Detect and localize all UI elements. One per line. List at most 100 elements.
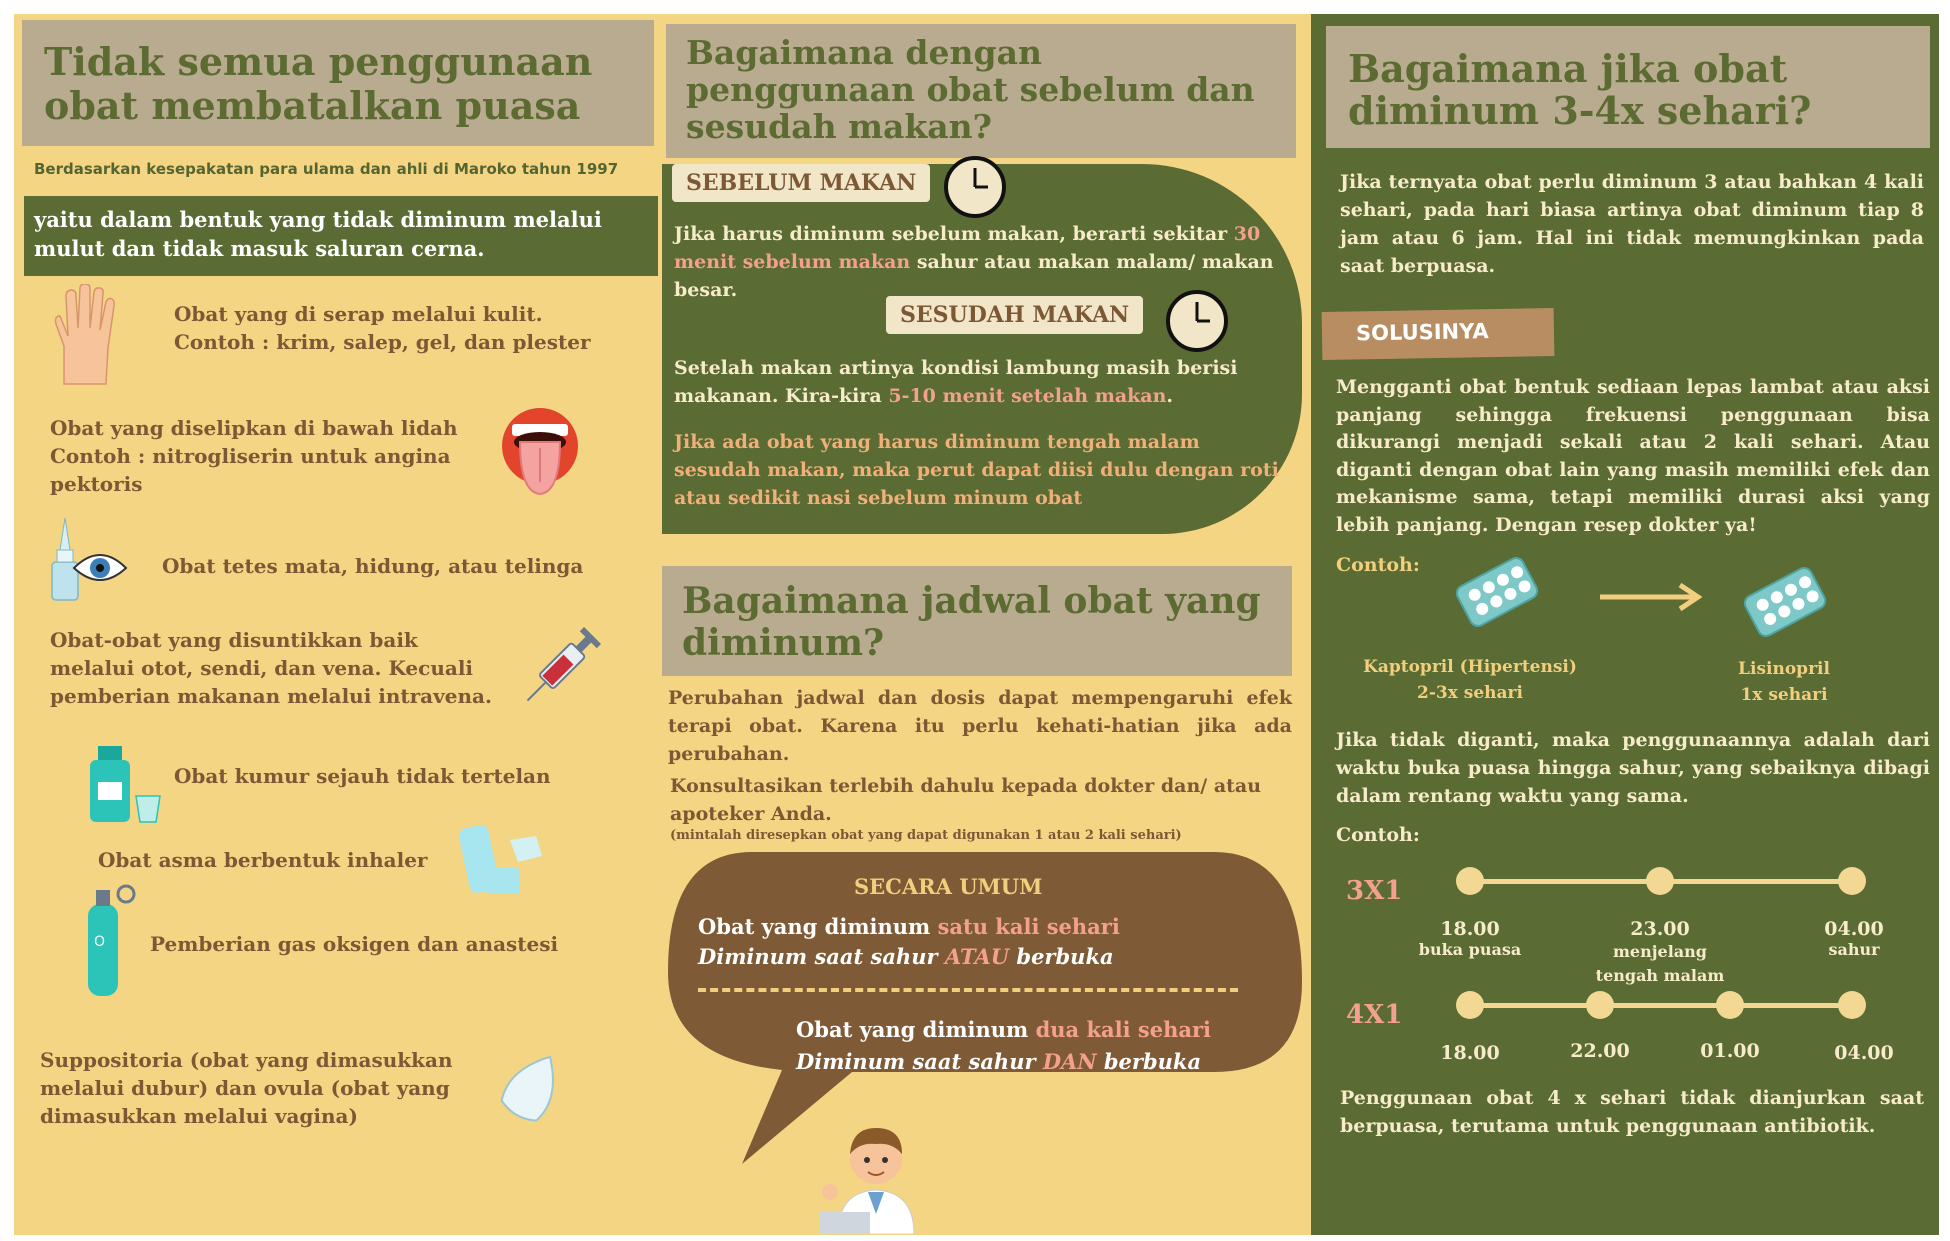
after-meal-text-b: . bbox=[1166, 385, 1174, 407]
example-label: Contoh: bbox=[1336, 554, 1420, 576]
item-mouthwash-text: Obat kumur sejauh tidak tertelan bbox=[174, 764, 551, 788]
item-inhaler-text: Obat asma berbentuk inhaler bbox=[98, 848, 428, 872]
solution-tag: SOLUSINYA bbox=[1321, 307, 1555, 361]
time-note: menjelang tengah malam bbox=[1595, 942, 1725, 985]
item-skin-line2: Contoh : krim, salep, gel, dan plester bbox=[174, 330, 591, 354]
four-time-2: 22.00 bbox=[1570, 1040, 1630, 1062]
time-value: 23.00 bbox=[1630, 918, 1690, 940]
left-banner-text: yaitu dalam bentuk yang tidak diminum me… bbox=[34, 207, 602, 261]
three-times-label: 3X1 bbox=[1346, 876, 1403, 906]
item-injection-text: Obat-obat yang disuntikkan baik melalui … bbox=[50, 626, 492, 710]
item-tongue-text: Obat yang diselipkan di bawah lidah Cont… bbox=[50, 414, 458, 498]
right-title: Bagaimana jika obat diminum 3-4x sehari? bbox=[1348, 46, 1812, 133]
three-time-2: 23.00 menjelang tengah malam bbox=[1590, 918, 1730, 988]
twice-when-a: Diminum saat sahur bbox=[796, 1049, 1043, 1074]
item-skin-line1: Obat yang di serap melalui kulit. bbox=[174, 302, 543, 326]
oxygen-tank-icon: O bbox=[88, 884, 136, 996]
hand-icon bbox=[54, 284, 115, 385]
twice-daily-highlight: dua kali sehari bbox=[1035, 1017, 1211, 1042]
item-eye-drop-text: Obat tetes mata, hidung, atau telinga bbox=[162, 554, 584, 578]
three-time-3: 04.00 sahur bbox=[1804, 918, 1904, 959]
right-title-card: Bagaimana jika obat diminum 3-4x sehari? bbox=[1326, 26, 1930, 148]
once-when-c: berbuka bbox=[1009, 944, 1114, 969]
once-when-highlight: ATAU bbox=[944, 944, 1010, 969]
item-tongue-line1: Obat yang diselipkan di bawah lidah bbox=[50, 416, 458, 440]
time-note: sahur bbox=[1828, 940, 1880, 959]
drug-from-freq: 2-3x sehari bbox=[1417, 683, 1523, 703]
left-subtitle: Berdasarkan kesepakatan para ulama dan a… bbox=[34, 160, 619, 178]
time-value: 04.00 bbox=[1824, 918, 1884, 940]
middle-title-1: Bagaimana dengan penggunaan obat sebelum… bbox=[686, 33, 1255, 146]
after-meal-tag: SESUDAH MAKAN bbox=[886, 296, 1144, 334]
once-daily-text: Obat yang diminum satu kali sehari Dimin… bbox=[698, 912, 1120, 972]
middle-title-card: Bagaimana dengan penggunaan obat sebelum… bbox=[666, 24, 1296, 158]
four-times-label: 4X1 bbox=[1346, 1000, 1403, 1030]
item-skin-text: Obat yang di serap melalui kulit. Contoh… bbox=[174, 300, 591, 356]
solution-tag-text: SOLUSINYA bbox=[1355, 319, 1489, 346]
four-times-line bbox=[1470, 1003, 1852, 1008]
before-meal-tag: SEBELUM MAKAN bbox=[672, 164, 931, 202]
timeline-dot bbox=[1586, 991, 1614, 1019]
middle-title-2: Bagaimana jadwal obat yang diminum? bbox=[682, 580, 1261, 664]
twice-when-c: berbuka bbox=[1096, 1049, 1202, 1074]
night-note: Jika ada obat yang harus diminum tengah … bbox=[674, 431, 1279, 509]
suppository-icon bbox=[500, 1055, 554, 1122]
timeline-dot bbox=[1838, 991, 1866, 1019]
syringe-icon bbox=[526, 626, 602, 702]
timeline-dot bbox=[1716, 991, 1744, 1019]
after-meal-text-a: Setelah makan artinya kondisi lambung ma… bbox=[674, 357, 1238, 407]
before-meal-text: Jika harus diminum sebelum makan, berart… bbox=[674, 220, 1274, 304]
item-injection-line3: pemberian makanan melalui intravena. bbox=[50, 684, 492, 708]
closing-text: Penggunaan obat 4 x sehari tidak dianjur… bbox=[1340, 1087, 1924, 1137]
item-tongue-line3: pektoris bbox=[50, 472, 143, 496]
bubble-dashed-divider bbox=[698, 988, 1238, 992]
example-label-2: Contoh: bbox=[1336, 824, 1420, 846]
right-panel bbox=[1311, 14, 1939, 1235]
clock-icon bbox=[1166, 290, 1228, 352]
drug-to-freq: 1x sehari bbox=[1740, 685, 1828, 705]
item-suppository-line1: Suppositoria (obat yang dimasukkan bbox=[40, 1048, 453, 1072]
before-meal-highlight: 30 menit sebelum makan bbox=[674, 223, 1261, 273]
not-replaced-text: Jika tidak diganti, maka penggunaannya a… bbox=[1336, 729, 1930, 807]
infographic-page: Tidak semua penggunaan obat membatalkan … bbox=[14, 14, 1939, 1235]
timeline-dot bbox=[1456, 991, 1484, 1019]
once-daily-a: Obat yang diminum bbox=[698, 914, 938, 939]
schedule-text: Perubahan jadwal dan dosis dapat mempeng… bbox=[668, 687, 1292, 765]
consult-text: Konsultasikan terlebih dahulu kepada dok… bbox=[670, 775, 1262, 825]
speech-bubble-shape bbox=[668, 852, 1302, 1164]
inhaler-icon bbox=[458, 825, 542, 894]
drug-from: Kaptopril (Hipertensi) 2-3x sehari bbox=[1350, 654, 1590, 706]
mouthwash-icon bbox=[90, 746, 161, 823]
consult-note: (mintalah diresepkan obat yang dapat dig… bbox=[670, 828, 1182, 843]
item-suppository-line3: dimasukkan melalui vagina) bbox=[40, 1104, 358, 1128]
left-title: Tidak semua penggunaan obat membatalkan … bbox=[44, 39, 593, 128]
eye-drop-icon bbox=[51, 517, 128, 601]
timeline-dot bbox=[1646, 867, 1674, 895]
item-suppository-text: Suppositoria (obat yang dimasukkan melal… bbox=[40, 1046, 453, 1130]
before-meal-text-b: sahur atau makan malam/ makan besar. bbox=[674, 251, 1274, 301]
pill-blister-icon bbox=[1743, 567, 1827, 637]
bubble-title: SECARA UMUM bbox=[854, 874, 1043, 899]
twice-daily-a: Obat yang diminum bbox=[796, 1017, 1036, 1042]
item-injection-line1: Obat-obat yang disuntikkan baik bbox=[50, 628, 418, 652]
timeline-dot bbox=[1456, 867, 1484, 895]
twice-when-highlight: DAN bbox=[1042, 1049, 1097, 1074]
doctor-illustration bbox=[820, 1128, 915, 1234]
drug-to: Lisinopril 1x sehari bbox=[1714, 656, 1854, 708]
solution-text: Mengganti obat bentuk sediaan lepas lamb… bbox=[1336, 376, 1930, 536]
pill-blister-icon bbox=[1455, 557, 1539, 627]
time-value: 18.00 bbox=[1440, 918, 1500, 940]
item-suppository-line2: melalui dubur) dan ovula (obat yang bbox=[40, 1076, 450, 1100]
twice-daily-text: Obat yang diminum dua kali sehari Diminu… bbox=[796, 1014, 1211, 1078]
drug-from-name: Kaptopril (Hipertensi) bbox=[1363, 657, 1577, 677]
left-title-card: Tidak semua penggunaan obat membatalkan … bbox=[22, 20, 654, 146]
after-meal-text: Setelah makan artinya kondisi lambung ma… bbox=[674, 354, 1294, 410]
time-note: buka puasa bbox=[1418, 940, 1522, 959]
once-when-a: Diminum saat sahur bbox=[698, 944, 945, 969]
svg-text:O: O bbox=[94, 934, 105, 950]
clock-icon bbox=[944, 156, 1006, 218]
left-banner: yaitu dalam bentuk yang tidak diminum me… bbox=[24, 196, 658, 276]
before-meal-text-a: Jika harus diminum sebelum makan, berart… bbox=[674, 223, 1228, 245]
four-time-1: 18.00 bbox=[1440, 1042, 1500, 1064]
arrow-right-icon bbox=[1600, 582, 1702, 612]
